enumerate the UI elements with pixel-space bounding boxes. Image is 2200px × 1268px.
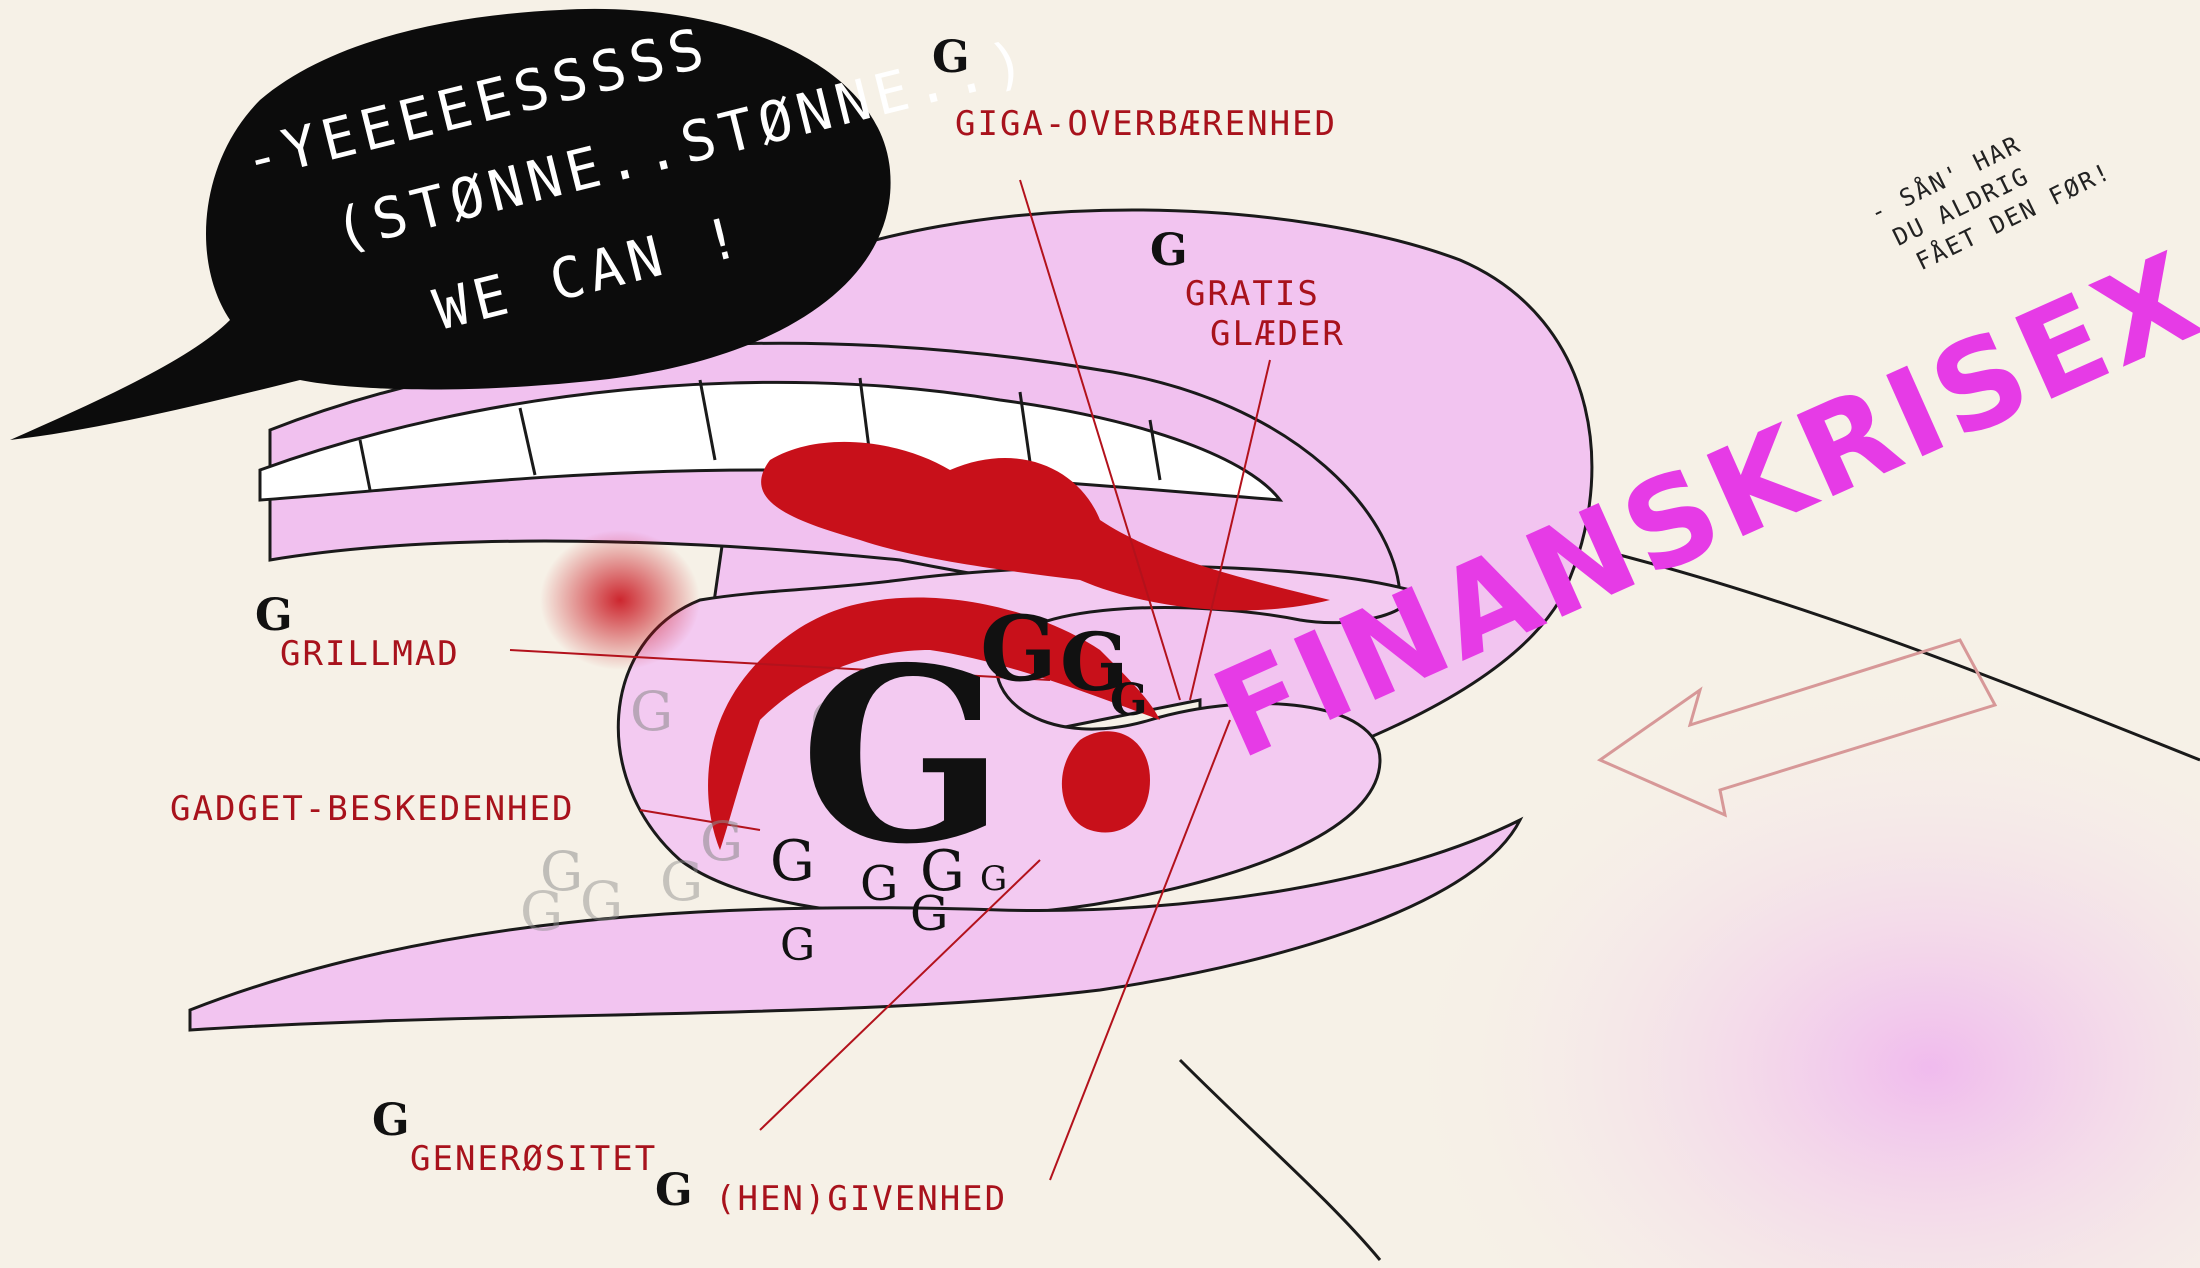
label-generositet: GENERØSITET bbox=[410, 1139, 657, 1179]
red-shape-tongue bbox=[708, 597, 1160, 850]
label-glaeder: GLÆDER bbox=[1210, 314, 1345, 354]
red-glow bbox=[540, 530, 700, 670]
red-ball bbox=[1061, 731, 1150, 833]
svg-text:G: G bbox=[932, 32, 970, 83]
central-g: G bbox=[800, 615, 1005, 897]
arrow-icon bbox=[1596, 638, 1998, 818]
pink-wash bbox=[1300, 600, 2200, 1268]
svg-text:G: G bbox=[860, 856, 898, 912]
small-g-cluster: G G G G G G G bbox=[520, 680, 853, 943]
svg-text:G: G bbox=[810, 690, 853, 753]
svg-text:G: G bbox=[1150, 225, 1188, 276]
svg-text:G: G bbox=[580, 870, 623, 933]
speech-bubble bbox=[10, 8, 891, 440]
svg-text:G: G bbox=[630, 680, 673, 743]
label-g-markers: G G G G G bbox=[255, 32, 1188, 1216]
teeth-lines bbox=[358, 377, 1162, 491]
annotation-labels: GIGA-OVERBÆRENHED GRATIS GLÆDER GRILLMAD… bbox=[170, 104, 1345, 1219]
svg-text:G: G bbox=[1060, 615, 1128, 709]
label-givenhed: (HEN)GIVENHED bbox=[715, 1179, 1007, 1219]
svg-text:G: G bbox=[660, 850, 703, 913]
svg-text:G: G bbox=[540, 840, 583, 903]
svg-text:G: G bbox=[980, 596, 1057, 702]
svg-text:G: G bbox=[980, 859, 1007, 899]
label-grillmad: GRILLMAD bbox=[280, 634, 460, 674]
svg-text:G: G bbox=[372, 1095, 410, 1146]
side-note: - SÅN' HAR DU ALDRIG FÅET DEN FØR! bbox=[1865, 129, 2116, 276]
svg-text:G: G bbox=[780, 920, 815, 971]
red-shape-upper bbox=[761, 441, 1330, 611]
lower-band-shape bbox=[188, 816, 1524, 1032]
contour-line bbox=[1599, 548, 2200, 762]
svg-text:G: G bbox=[520, 880, 563, 943]
svg-text:G: G bbox=[910, 886, 948, 942]
svg-text:G: G bbox=[920, 839, 965, 904]
svg-text:G: G bbox=[700, 810, 743, 873]
svg-text:G: G bbox=[770, 829, 815, 894]
svg-text:G: G bbox=[255, 590, 293, 641]
label-gadget: GADGET-BESKEDENHED bbox=[170, 789, 574, 829]
black-g-cluster: G G G G G G G G G bbox=[770, 596, 1148, 971]
pointer-lines bbox=[509, 179, 1271, 1181]
svg-text:G: G bbox=[1110, 675, 1148, 726]
svg-text:G: G bbox=[655, 1165, 693, 1216]
bottom-contour-line bbox=[1178, 1058, 1382, 1261]
label-giga: GIGA-OVERBÆRENHED bbox=[955, 104, 1337, 144]
label-gratis: GRATIS bbox=[1185, 274, 1320, 314]
